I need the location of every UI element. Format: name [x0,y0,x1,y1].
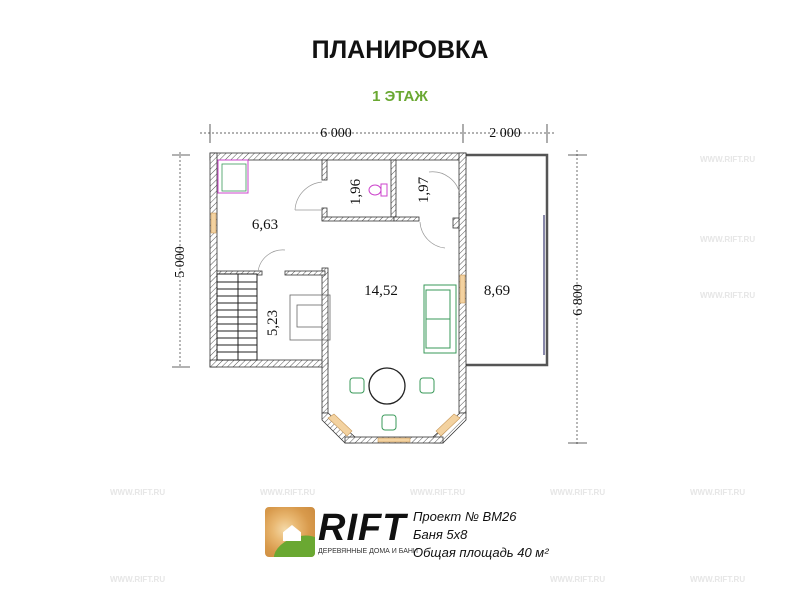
project-info: Проект № ВМ26 Баня 5x8 Общая площадь 40 … [413,508,549,562]
watermark: WWW.RIFT.RU [700,235,755,244]
watermark: WWW.RIFT.RU [110,488,165,497]
watermark: WWW.RIFT.RU [690,488,745,497]
watermark: WWW.RIFT.RU [550,488,605,497]
brand-name: RIFT [318,507,407,549]
toilet-icon [368,183,388,197]
floor-label: 1 ЭТАЖ [372,88,428,105]
project-number: Проект № ВМ26 [413,509,517,524]
brand-tagline: ДЕРЕВЯННЫЕ ДОМА И БАНИ [318,548,418,555]
room-steam-area: 5,23 [265,310,281,336]
watermark: WWW.RIFT.RU [550,575,605,584]
dim-right: 6 800 [571,284,586,316]
chair-icon [419,377,435,394]
room-shower-area: 1,97 [416,176,432,203]
dim-top-main: 6 000 [320,126,352,141]
sofa-icon [423,284,457,354]
watermark: WWW.RIFT.RU [260,488,315,497]
watermark: WWW.RIFT.RU [700,291,755,300]
terrace [461,153,549,367]
table-icon [368,367,406,405]
watermark: WWW.RIFT.RU [700,155,755,164]
room-terrace-area: 8,69 [484,283,510,299]
windows [210,212,466,443]
watermark: WWW.RIFT.RU [410,488,465,497]
chair-icon [381,414,397,431]
room-main-hall-area: 6,63 [252,217,278,233]
watermarks: WWW.RIFT.RU WWW.RIFT.RU WWW.RIFT.RU WWW.… [110,155,755,584]
room-toilet-area: 1,96 [348,178,364,205]
furniture [217,159,457,431]
stairs [216,273,258,361]
chair-icon [349,377,365,394]
stair-steps [217,274,257,360]
page-title: ПЛАНИРОВКА [311,36,489,64]
rift-logo [265,507,315,557]
project-area: Общая площадь 40 м² [413,545,549,560]
project-type: Баня 5x8 [413,527,468,542]
dim-top-terrace: 2 000 [489,126,521,141]
watermark: WWW.RIFT.RU [110,575,165,584]
door-swings [257,171,461,273]
dim-left: 5 000 [173,246,188,278]
room-living-area: 14,52 [364,283,398,299]
stove-icon [289,294,331,341]
dimension-lines [179,132,578,445]
watermark: WWW.RIFT.RU [690,575,745,584]
